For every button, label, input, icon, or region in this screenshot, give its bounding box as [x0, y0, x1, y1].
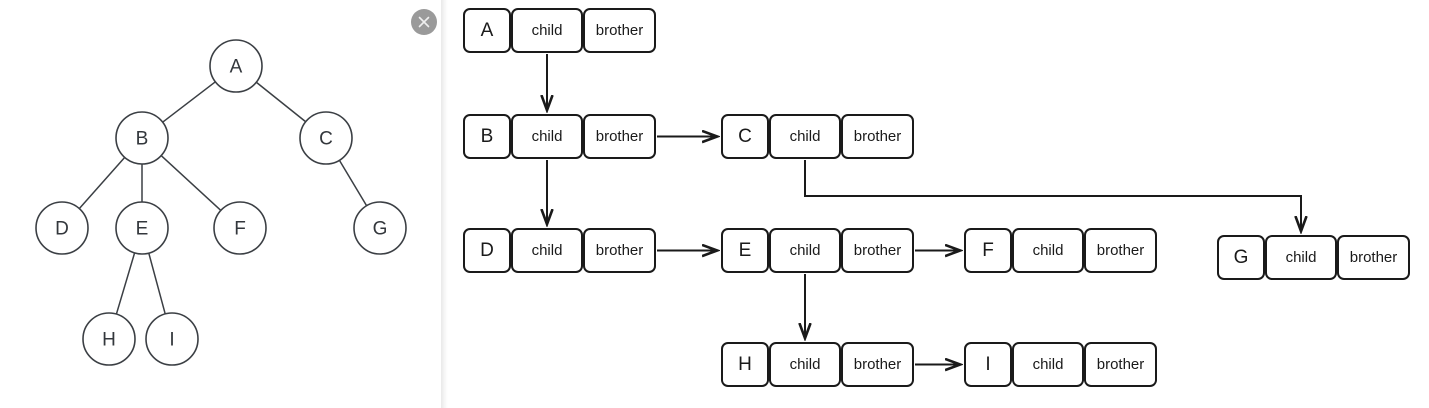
node-brother-pointer-cell-h: brother — [841, 342, 914, 387]
node-data-cell-d: D — [463, 228, 511, 273]
tree-edge-b-f — [160, 155, 222, 211]
tree-node-g[interactable]: G — [353, 201, 407, 255]
node-child-pointer-cell-i: child — [1012, 342, 1084, 387]
tree-node-circle — [353, 201, 407, 255]
tree-diagram-panel: A B C D E F G H I — [0, 0, 441, 408]
node-child-pointer-cell-g: child — [1265, 235, 1337, 280]
link-child-c-g — [804, 160, 1301, 231]
tree-node-f[interactable]: F — [213, 201, 267, 255]
tree-node-label: E — [136, 219, 149, 240]
tree-edge-a-b — [162, 81, 216, 123]
tree-node-circle — [299, 111, 353, 165]
node-data-cell-c: C — [721, 114, 769, 159]
close-circle-icon[interactable] — [411, 9, 437, 35]
tree-edge-b-d — [78, 156, 126, 210]
node-data-cell-b: B — [463, 114, 511, 159]
node-child-pointer-cell-b: child — [511, 114, 583, 159]
close-x-glyph — [418, 16, 430, 28]
tree-node-c[interactable]: C — [299, 111, 353, 165]
tree-node-b[interactable]: B — [115, 111, 169, 165]
node-brother-pointer-cell-g: brother — [1337, 235, 1410, 280]
tree-edge-a-c — [255, 81, 307, 123]
node-child-pointer-cell-f: child — [1012, 228, 1084, 273]
tree-node-e[interactable]: E — [115, 201, 169, 255]
tree-node-d[interactable]: D — [35, 201, 89, 255]
node-brother-pointer-cell-f: brother — [1084, 228, 1157, 273]
node-data-cell-f: F — [964, 228, 1012, 273]
node-child-pointer-cell-e: child — [769, 228, 841, 273]
node-data-cell-g: G — [1217, 235, 1265, 280]
link-arrows-svg — [448, 54, 1429, 408]
panel-divider-shadow — [441, 0, 448, 408]
tree-node-i[interactable]: I — [145, 312, 199, 366]
tree-node-circle — [145, 312, 199, 366]
node-brother-pointer-cell-a: brother — [583, 8, 656, 53]
tree-node-circle — [213, 201, 267, 255]
tree-node-label: D — [55, 219, 69, 240]
tree-edge-group — [78, 81, 368, 315]
tree-node-circle — [209, 39, 263, 93]
tree-node-label: H — [102, 330, 116, 351]
tree-node-label: B — [136, 129, 149, 150]
node-brother-pointer-cell-e: brother — [841, 228, 914, 273]
tree-node-circle — [35, 201, 89, 255]
node-child-pointer-cell-d: child — [511, 228, 583, 273]
tree-node-h[interactable]: H — [82, 312, 136, 366]
node-brother-pointer-cell-d: brother — [583, 228, 656, 273]
tree-node-label: A — [230, 57, 243, 78]
tree-node-circle — [115, 201, 169, 255]
node-brother-pointer-cell-i: brother — [1084, 342, 1157, 387]
tree-node-label: C — [319, 129, 333, 150]
tree-svg: A B C D E F G H I — [35, 39, 407, 366]
tree-edge-e-h — [115, 252, 136, 315]
node-data-cell-a: A — [463, 8, 511, 53]
tree-node-circle — [82, 312, 136, 366]
tree-edge-e-i — [148, 252, 166, 315]
tree-node-group: A B C D E F G H I — [35, 39, 407, 366]
node-brother-pointer-cell-c: brother — [841, 114, 914, 159]
node-data-cell-i: I — [964, 342, 1012, 387]
node-brother-pointer-cell-b: brother — [583, 114, 656, 159]
tree-node-a[interactable]: A — [209, 39, 263, 93]
tree-node-circle — [115, 111, 169, 165]
tree-node-label: I — [169, 330, 174, 351]
node-child-pointer-cell-c: child — [769, 114, 841, 159]
node-child-pointer-cell-a: child — [511, 8, 583, 53]
tree-node-label: F — [234, 219, 246, 240]
node-data-cell-e: E — [721, 228, 769, 273]
tree-node-label: G — [373, 219, 388, 240]
node-child-pointer-cell-h: child — [769, 342, 841, 387]
link-arrow-group — [547, 54, 1301, 365]
tree-edge-c-g — [338, 159, 368, 207]
node-data-cell-h: H — [721, 342, 769, 387]
